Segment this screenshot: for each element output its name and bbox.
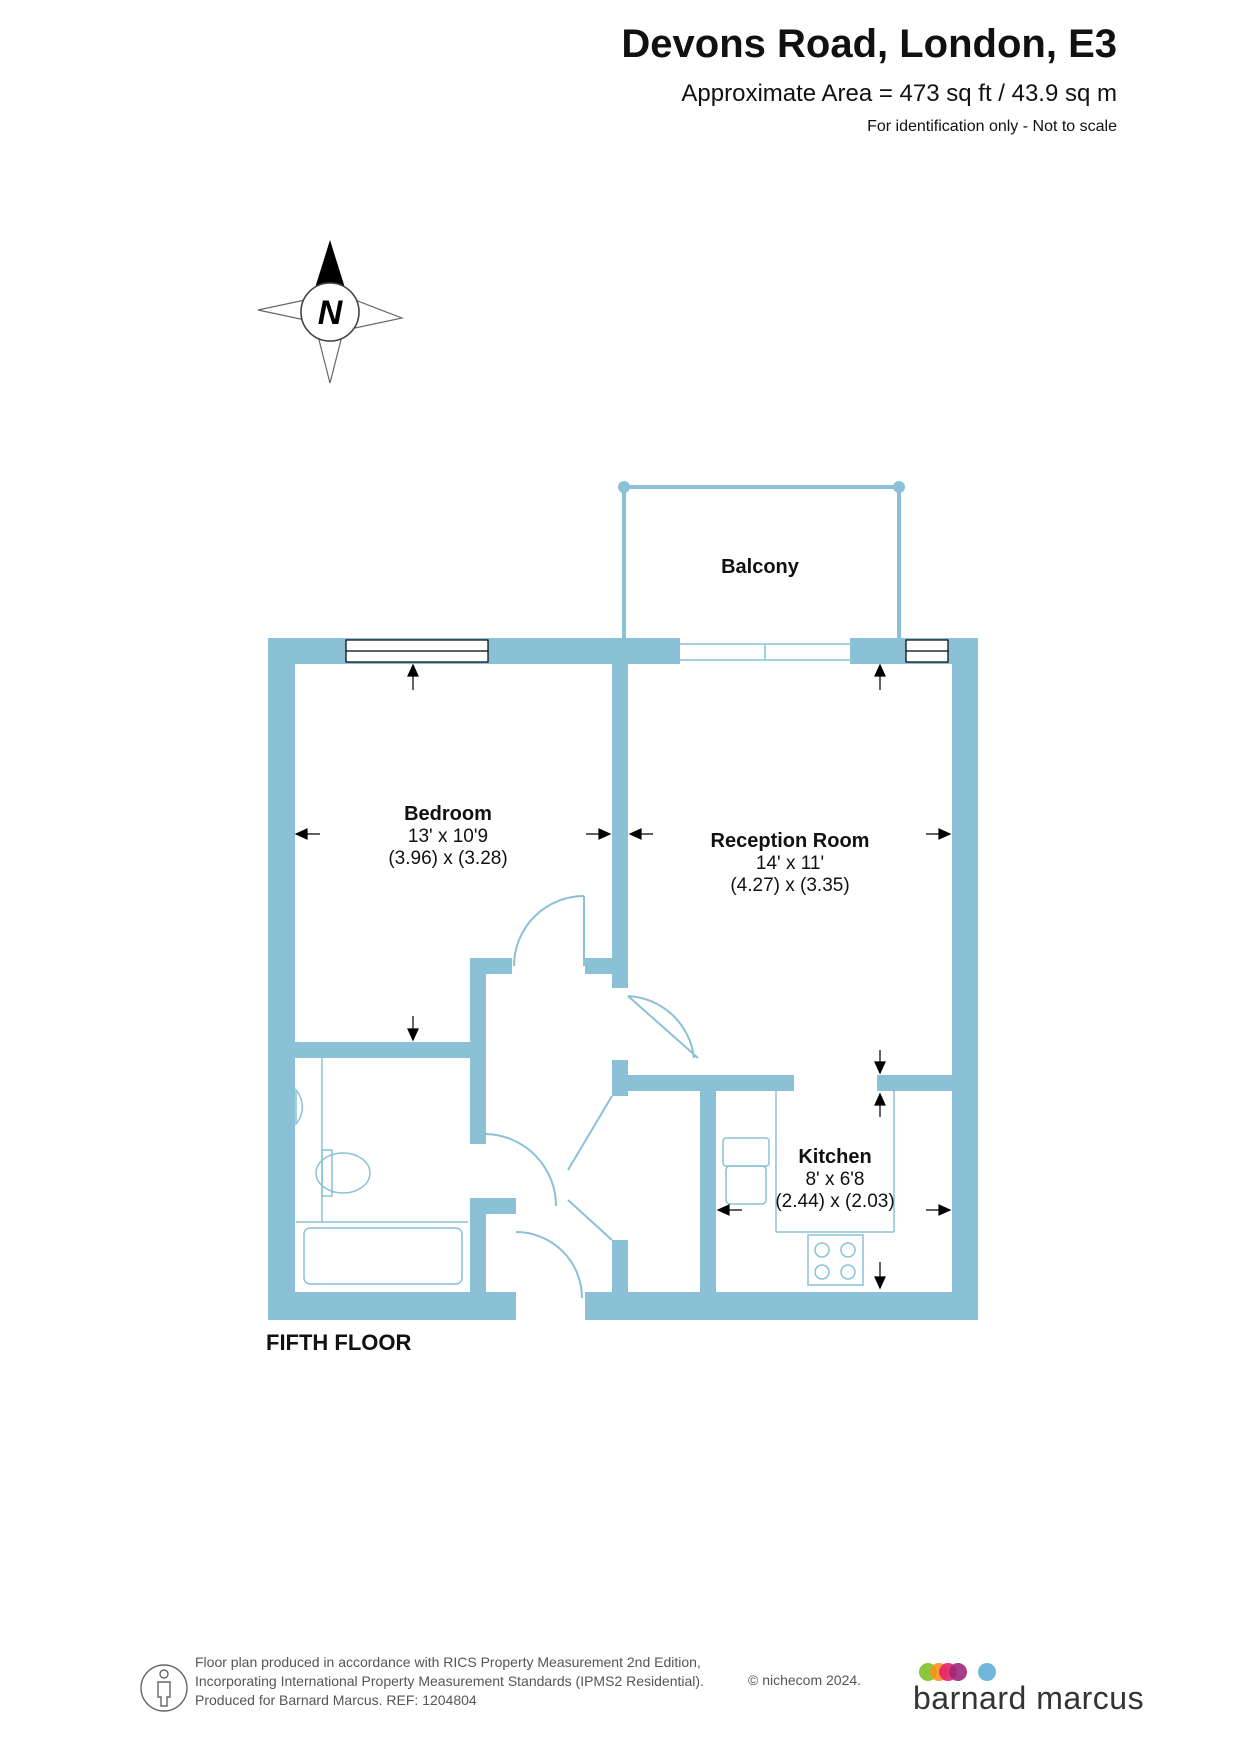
copyright: © nichecom 2024. (748, 1672, 862, 1688)
room-name-balcony: Balcony (721, 556, 799, 578)
room-label-reception: Reception Room 14' x 11' (4.27) x (3.35) (690, 830, 890, 897)
room-name-bedroom: Bedroom (404, 803, 492, 825)
footer-line-1: Floor plan produced in accordance with R… (195, 1654, 701, 1670)
brand-logo-dots (919, 1663, 996, 1681)
room-dim-metric-bedroom: (3.96) x (3.28) (388, 848, 508, 869)
room-name-reception: Reception Room (710, 830, 870, 852)
approximate-area: Approximate Area = 473 sq ft / 43.9 sq m (681, 80, 1117, 107)
windows (345, 639, 949, 663)
room-dim-imperial-bedroom: 13' x 10'9 (407, 826, 489, 847)
floor-label: FIFTH FLOOR (266, 1330, 412, 1355)
balcony-outline (618, 481, 905, 638)
footer-line-2: Incorporating International Property Mea… (195, 1673, 704, 1689)
walls (268, 638, 978, 1320)
footer-line-3: Produced for Barnard Marcus. REF: 120480… (195, 1692, 477, 1708)
balcony-door (680, 643, 850, 661)
compass-icon (257, 240, 405, 384)
compass-label: N (318, 294, 344, 332)
room-label-bedroom: Bedroom 13' x 10'9 (3.96) x (3.28) (368, 803, 528, 870)
room-name-kitchen: Kitchen (798, 1146, 872, 1168)
measurement-arrows (294, 663, 952, 1290)
door-swings (485, 895, 699, 1299)
room-dim-imperial-reception: 14' x 11' (755, 853, 825, 874)
footer-note: Floor plan produced in accordance with R… (195, 1653, 704, 1710)
room-dim-metric-kitchen: (2.44) x (2.03) (775, 1191, 895, 1212)
scale-note: For identification only - Not to scale (867, 118, 1117, 135)
bathroom-fixtures (295, 1058, 468, 1285)
person-icon (140, 1664, 188, 1712)
kitchen-fixtures (722, 1091, 895, 1286)
room-dim-imperial-kitchen: 8' x 6'8 (805, 1169, 865, 1190)
brand-name: barnard marcus (913, 1680, 1145, 1716)
room-label-kitchen: Kitchen 8' x 6'8 (2.44) x (2.03) (760, 1146, 910, 1213)
room-dim-metric-reception: (4.27) x (3.35) (730, 875, 850, 896)
page-title: Devons Road, London, E3 (621, 22, 1117, 66)
